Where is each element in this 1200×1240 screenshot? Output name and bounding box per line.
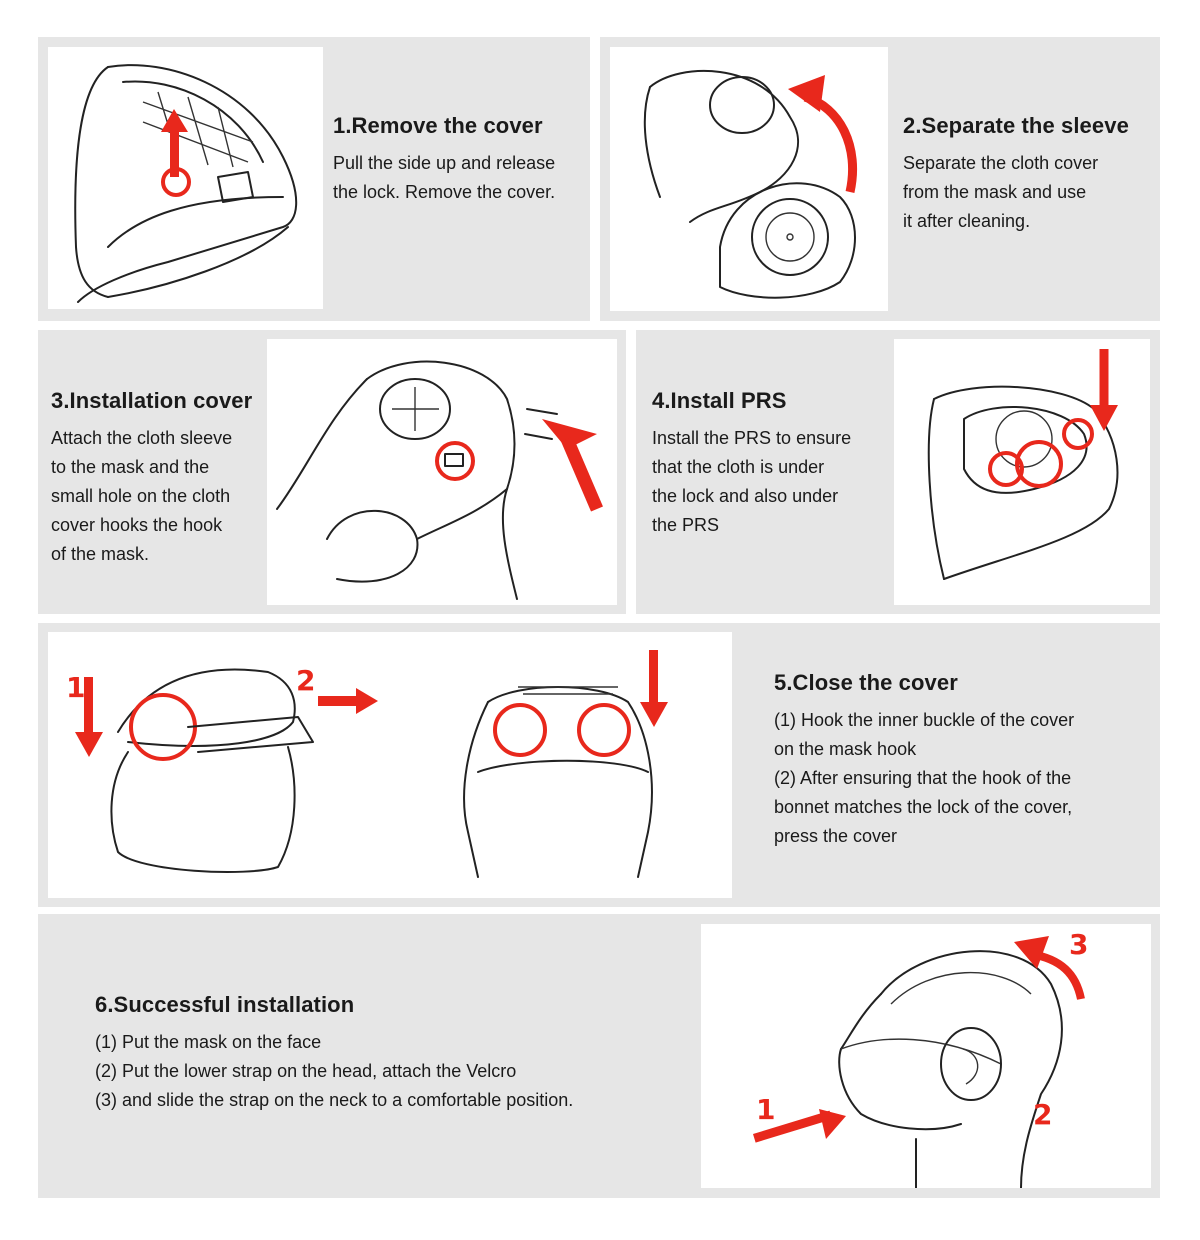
step-3-illustration <box>267 339 617 605</box>
step-line: press the cover <box>774 826 898 846</box>
step-line: on the mask hook <box>774 739 917 759</box>
step-2-text: 2.Separate the sleeve Separate the cloth… <box>903 113 1158 236</box>
step-line: Install the PRS to ensure <box>652 428 852 448</box>
step-5-number-1: 1 <box>66 671 85 704</box>
step-title: 3.Installation cover <box>51 388 253 413</box>
step-line: (2) After ensuring that the hook of the <box>774 768 1072 788</box>
step-6-number-1: 1 <box>756 1093 775 1126</box>
step-5-text: 5.Close the cover (1) Hook the inner buc… <box>774 670 1154 851</box>
mask-installation-cover-drawing <box>276 360 603 600</box>
step-line: Separate the cloth cover <box>903 153 1099 173</box>
step-line: it after cleaning. <box>903 211 1031 231</box>
step-line: (3) and slide the strap on the neck to a… <box>95 1090 574 1110</box>
step-line: (1) Put the mask on the face <box>95 1032 322 1052</box>
step-line: of the mask. <box>51 544 150 564</box>
step-line: Pull the side up and release <box>333 153 556 173</box>
mask-wearing-drawing: 3 1 2 <box>753 928 1088 1188</box>
step-4-panel: 4.Install PRS Install the PRS to ensure … <box>636 330 1160 614</box>
step-title: 4.Install PRS <box>652 388 787 413</box>
step-title: 5.Close the cover <box>774 670 958 695</box>
step-line: the PRS <box>652 515 720 535</box>
step-6-illustration: 3 1 2 <box>701 924 1151 1188</box>
step-line: the lock. Remove the cover. <box>333 182 556 202</box>
step-title: 2.Separate the sleeve <box>903 113 1129 138</box>
mask-remove-cover-drawing <box>74 64 298 303</box>
step-title: 6.Successful installation <box>95 992 355 1017</box>
step-4-text: 4.Install PRS Install the PRS to ensure … <box>652 388 897 540</box>
step-line: (1) Hook the inner buckle of the cover <box>774 710 1075 730</box>
step-5-number-2: 2 <box>296 664 315 697</box>
step-1-illustration <box>48 47 323 309</box>
step-3-text: 3.Installation cover Attach the cloth sl… <box>51 388 273 569</box>
mask-separate-sleeve-drawing <box>643 69 858 299</box>
step-1-panel: 1.Remove the cover Pull the side up and … <box>38 37 590 321</box>
step-line: that the cloth is under <box>652 457 825 477</box>
step-3-panel: 3.Installation cover Attach the cloth sl… <box>38 330 626 614</box>
step-2-illustration <box>610 47 888 311</box>
step-2-panel: 2.Separate the sleeve Separate the cloth… <box>600 37 1160 321</box>
step-5-panel: 1 2 5.Close the cover (1) Hook the inner… <box>38 623 1160 907</box>
step-6-number-2: 2 <box>1033 1098 1052 1131</box>
step-line: the lock and also under <box>652 486 839 506</box>
step-line: cover hooks the hook <box>51 515 223 535</box>
step-1-text: 1.Remove the cover Pull the side up and … <box>333 113 588 207</box>
step-line: small hole on the cloth <box>51 486 231 506</box>
mask-close-cover-drawing: 1 2 <box>66 650 668 878</box>
step-title: 1.Remove the cover <box>333 113 543 138</box>
step-4-illustration <box>894 339 1150 605</box>
step-6-text: 6.Successful installation (1) Put the ma… <box>95 992 695 1115</box>
step-line: Attach the cloth sleeve <box>51 428 233 448</box>
step-line: to the mask and the <box>51 457 210 477</box>
step-line: (2) Put the lower strap on the head, att… <box>95 1061 517 1081</box>
step-6-number-3: 3 <box>1069 928 1088 961</box>
step-line: from the mask and use <box>903 182 1087 202</box>
step-5-illustration: 1 2 <box>48 632 732 898</box>
mask-install-prs-drawing <box>927 349 1119 580</box>
step-6-panel: 6.Successful installation (1) Put the ma… <box>38 914 1160 1198</box>
step-line: bonnet matches the lock of the cover, <box>774 797 1073 817</box>
